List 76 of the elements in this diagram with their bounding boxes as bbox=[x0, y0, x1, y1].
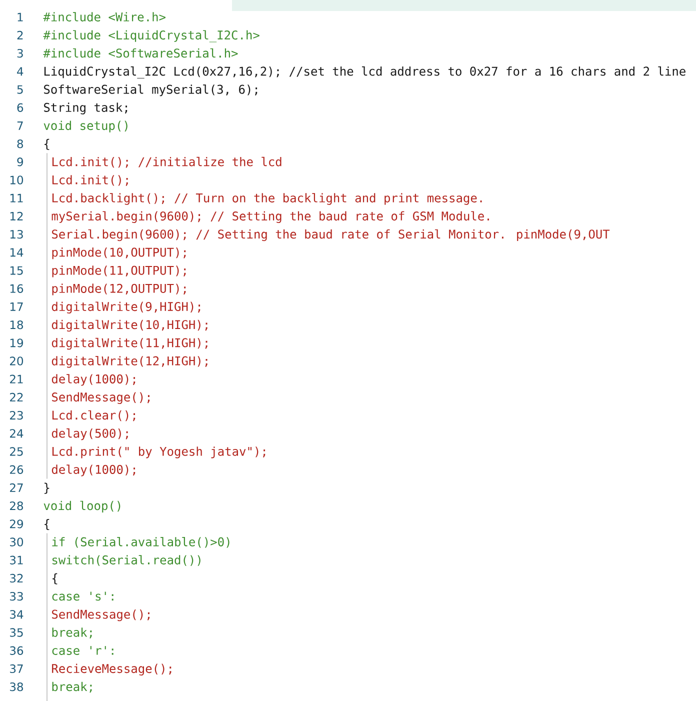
code-line: break; bbox=[52, 628, 92, 638]
code-line: Lcd.backlight(); // Turn on the backlight and print message. bbox=[52, 193, 482, 205]
code-line: delay(1000); bbox=[52, 464, 136, 476]
code-line: #include <Wire.h> bbox=[43, 12, 166, 22]
code-line: case 'r': bbox=[52, 646, 114, 655]
line-number: 21 bbox=[10, 374, 23, 384]
line-number: 38 bbox=[10, 682, 23, 692]
line-number: 26 bbox=[10, 465, 24, 474]
line-number: 36 bbox=[10, 646, 24, 655]
line-number: 33 bbox=[10, 592, 23, 601]
code-line: pinMode(10,OUTPUT); bbox=[52, 247, 186, 260]
line-number: 8 bbox=[17, 139, 23, 148]
line-number: 29 bbox=[10, 520, 23, 528]
code-line: void loop() bbox=[44, 500, 120, 512]
code-line: mySerial.begin(9600); // Setting the baud rate of GSM Module. bbox=[52, 211, 489, 223]
line-number: 24 bbox=[10, 429, 24, 438]
line-number: 25 bbox=[10, 447, 23, 456]
line-number: 16 bbox=[10, 284, 24, 293]
code-line: } bbox=[44, 482, 50, 494]
line-number: 17 bbox=[10, 302, 23, 311]
code-line: pinMode(11,OUTPUT); bbox=[52, 266, 186, 278]
line-number: 1 bbox=[18, 12, 23, 22]
line-number: 12 bbox=[10, 212, 23, 220]
code-line: LiquidCrystal_I2C Lcd(0x27,16,2); //set the lcd address to 0x27 for a 16 chars and 2 line bbox=[44, 66, 686, 78]
line-number: 19 bbox=[10, 338, 23, 348]
code-line: delay(1000); bbox=[52, 374, 136, 386]
line-number: 5 bbox=[17, 85, 23, 94]
line-number: 6 bbox=[17, 103, 24, 112]
line-number: 32 bbox=[10, 574, 23, 583]
line-number: 15 bbox=[10, 266, 23, 275]
code-line: { bbox=[44, 518, 50, 530]
code-line: #include <SoftwareSerial.h> bbox=[43, 48, 238, 58]
line-number: 4 bbox=[17, 67, 24, 76]
line-number: 3 bbox=[17, 48, 23, 58]
line-number: 2 bbox=[17, 30, 23, 40]
code-line: case 's': bbox=[52, 592, 114, 601]
line-number: 30 bbox=[10, 538, 24, 546]
code-line: SendMessage(); bbox=[52, 392, 150, 404]
line-number: 14 bbox=[10, 248, 24, 257]
code-line: switch(Serial.read()) bbox=[52, 555, 200, 566]
code-line: SendMessage(); bbox=[52, 609, 150, 622]
line-number: 27 bbox=[10, 483, 23, 492]
code-line: String task; bbox=[44, 102, 128, 114]
code-line: digitalWrite(12,HIGH); bbox=[52, 356, 208, 368]
line-number: 11 bbox=[10, 194, 23, 202]
code-line: digitalWrite(11,HIGH); bbox=[52, 338, 208, 350]
line-number: 28 bbox=[10, 501, 23, 510]
code-line: #include <LiquidCrystal_I2C.h> bbox=[43, 30, 260, 42]
code-line: delay(500); bbox=[52, 428, 128, 440]
line-number: 22 bbox=[10, 392, 23, 402]
code-line: RecieveMessage(); bbox=[52, 664, 172, 676]
line-number: 9 bbox=[17, 158, 23, 166]
code-line: void setup() bbox=[44, 120, 128, 132]
code-line: if (Serial.available()>0) bbox=[52, 537, 230, 548]
line-number: 10 bbox=[10, 176, 24, 184]
code-line: Lcd.clear(); bbox=[52, 410, 136, 422]
code-line: Lcd.print(" by Yogesh jatav"); bbox=[52, 446, 266, 458]
line-number: 31 bbox=[10, 556, 23, 564]
line-number: 35 bbox=[10, 628, 23, 637]
code-line: SoftwareSerial mySerial(3, 6); bbox=[44, 84, 258, 96]
code-line: Serial.begin(9600); // Setting the baud rate of Serial Monitor. pinMode(9,OUT bbox=[52, 229, 610, 242]
line-number: 18 bbox=[10, 320, 23, 330]
line-number: 34 bbox=[10, 610, 24, 619]
line-number: 37 bbox=[10, 664, 23, 674]
code-line: break; bbox=[52, 682, 92, 693]
code-line: digitalWrite(10,HIGH); bbox=[52, 320, 208, 332]
line-number: 23 bbox=[10, 410, 23, 420]
code-line: digitalWrite(9,HIGH); bbox=[52, 302, 200, 314]
line-number: 20 bbox=[10, 356, 24, 366]
line-number: 7 bbox=[17, 122, 23, 130]
line-number: 13 bbox=[10, 230, 23, 239]
code-line: Lcd.init(); //initialize the lcd bbox=[52, 156, 282, 168]
code-line: { bbox=[52, 573, 58, 584]
code-line: pinMode(12,OUTPUT); bbox=[52, 284, 186, 296]
code-line: { bbox=[44, 138, 50, 150]
code-line: Lcd.init(); bbox=[52, 175, 128, 186]
